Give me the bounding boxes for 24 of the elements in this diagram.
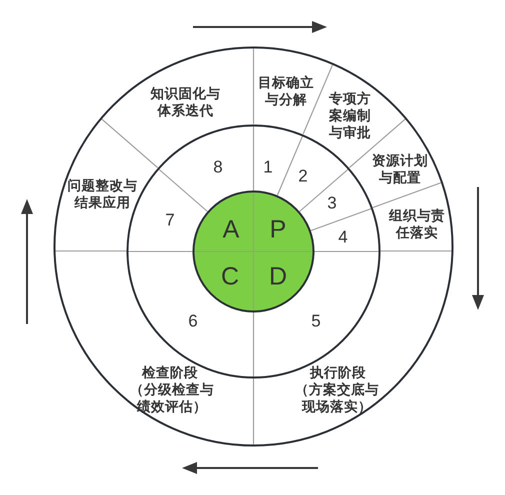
phase-letter: D	[268, 264, 288, 290]
step-label: 资源计划与配置	[371, 153, 429, 187]
phase-heading: 检查阶段	[140, 365, 199, 382]
outer-ring	[53, 46, 454, 447]
step-label: 知识固化与体系迭代	[150, 86, 222, 120]
step-number: 4	[338, 228, 348, 246]
phase-heading: 执行阶段	[308, 365, 367, 382]
step-label: 问题整改与结果应用	[66, 178, 138, 212]
step-number: 3	[327, 194, 337, 212]
phase-letter: A	[222, 216, 240, 244]
step-label: 组织与责任落实	[388, 208, 446, 242]
step-number: 1	[263, 158, 273, 176]
phase-letter: C	[220, 264, 240, 290]
step-number: 5	[311, 312, 321, 330]
center-circle	[192, 190, 315, 312]
step-label: 目标确立与分解	[257, 75, 315, 109]
step-number: 6	[188, 312, 198, 330]
step-number: 8	[213, 158, 223, 176]
phase-description: （分级检查与绩效评估）	[129, 382, 215, 416]
step-number: 7	[165, 210, 175, 230]
step-number: 2	[298, 166, 308, 186]
phase-letter: P	[270, 216, 286, 244]
step-label: 专项方案编制与审批	[328, 91, 372, 142]
phase-description: （方案交底与现场落实）	[294, 382, 380, 416]
